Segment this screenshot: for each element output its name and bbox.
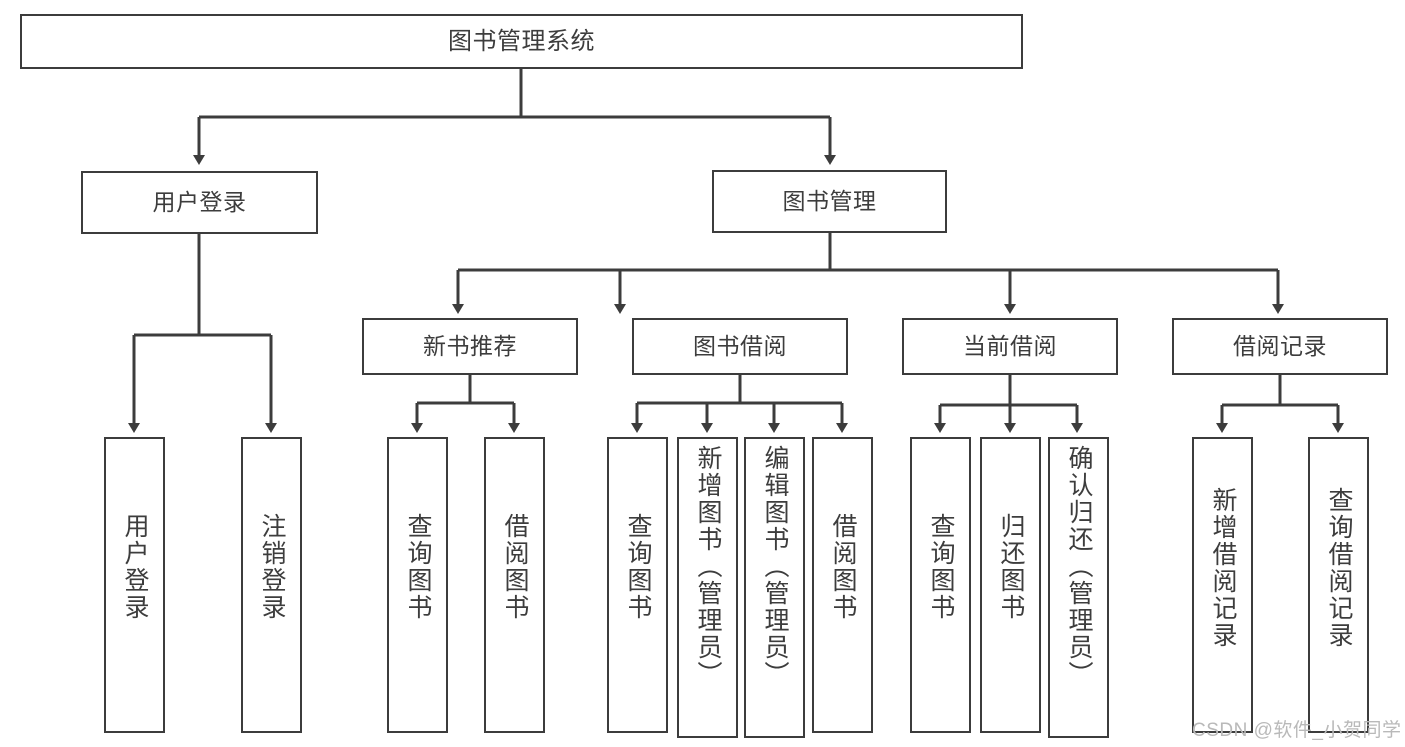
node-book-borrow[interactable]: 图书借阅	[632, 318, 848, 375]
node-label: 查询借阅记录	[1325, 487, 1353, 649]
node-label: 新增借阅记录	[1209, 487, 1237, 649]
leaf-borrow-edit-book-admin[interactable]: 编辑图书（管理员）	[744, 437, 805, 738]
node-label: 借阅记录	[1233, 333, 1327, 360]
leaf-current-return-book[interactable]: 归还图书	[980, 437, 1041, 733]
node-new-book-recommend[interactable]: 新书推荐	[362, 318, 578, 375]
node-label: 图书管理	[782, 188, 877, 215]
node-label: 用户登录	[152, 189, 247, 216]
leaf-user-logout[interactable]: 注销登录	[241, 437, 302, 733]
leaf-record-add-record[interactable]: 新增借阅记录	[1192, 437, 1253, 733]
node-label: 查询图书	[927, 513, 955, 621]
node-book-management[interactable]: 图书管理	[712, 170, 947, 233]
node-label: 新书推荐	[423, 333, 517, 360]
leaf-record-query-record[interactable]: 查询借阅记录	[1308, 437, 1369, 733]
node-label: 当前借阅	[963, 333, 1057, 360]
node-label: 查询图书	[404, 513, 432, 621]
node-label: 归还图书	[997, 513, 1025, 621]
node-borrow-record[interactable]: 借阅记录	[1172, 318, 1388, 375]
node-label: 确认归还（管理员）	[1065, 445, 1093, 688]
leaf-borrow-add-book-admin[interactable]: 新增图书（管理员）	[677, 437, 738, 738]
node-label: 查询图书	[624, 513, 652, 621]
node-label: 用户登录	[121, 513, 149, 621]
node-label: 图书借阅	[693, 333, 787, 360]
leaf-recommend-borrow-book[interactable]: 借阅图书	[484, 437, 545, 733]
leaf-borrow-borrow-book[interactable]: 借阅图书	[812, 437, 873, 733]
node-current-borrow[interactable]: 当前借阅	[902, 318, 1118, 375]
csdn-watermark: CSDN @软件_小贺同学	[1192, 720, 1402, 741]
node-user-login[interactable]: 用户登录	[81, 171, 318, 234]
node-label: 借阅图书	[829, 513, 857, 621]
leaf-recommend-query-book[interactable]: 查询图书	[387, 437, 448, 733]
node-label: 新增图书（管理员）	[694, 445, 722, 688]
leaf-borrow-query-book[interactable]: 查询图书	[607, 437, 668, 733]
leaf-current-query-book[interactable]: 查询图书	[910, 437, 971, 733]
node-root-system[interactable]: 图书管理系统	[20, 14, 1023, 69]
node-label: 图书管理系统	[448, 27, 595, 55]
node-label: 借阅图书	[501, 513, 529, 621]
leaf-current-confirm-return-admin[interactable]: 确认归还（管理员）	[1048, 437, 1109, 738]
node-label: 编辑图书（管理员）	[761, 445, 789, 688]
leaf-user-login[interactable]: 用户登录	[104, 437, 165, 733]
node-label: 注销登录	[258, 513, 286, 621]
